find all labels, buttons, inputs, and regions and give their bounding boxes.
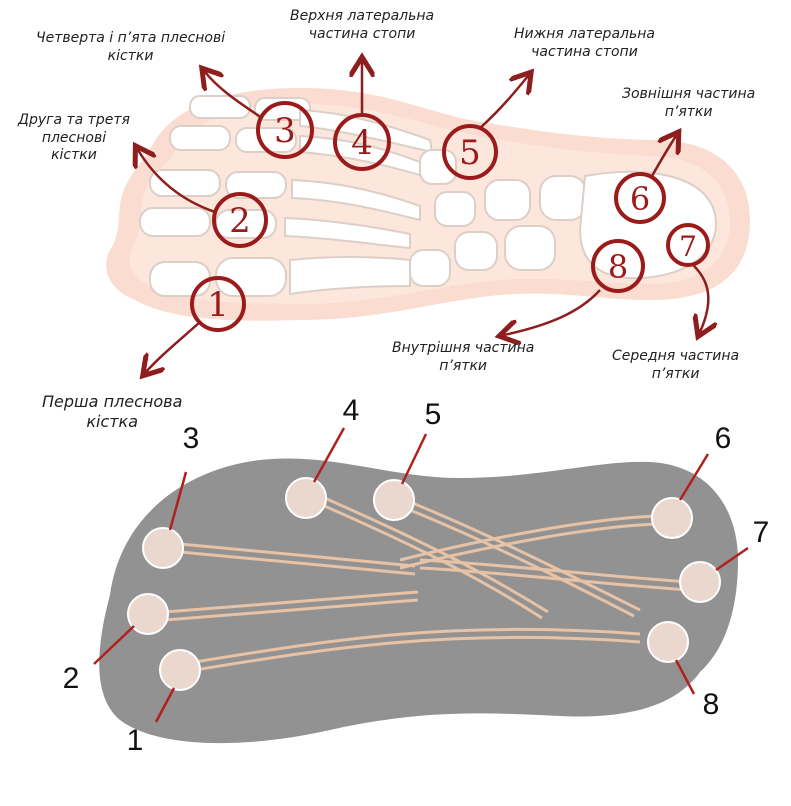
insole-number-5: 5: [418, 400, 448, 430]
pad-5: [374, 480, 414, 520]
pad-7: [680, 562, 720, 602]
svg-text:5: 5: [459, 133, 481, 173]
svg-text:7: 7: [679, 230, 697, 263]
pad-3: [143, 528, 183, 568]
svg-text:2: 2: [229, 201, 251, 241]
svg-text:6: 6: [630, 180, 650, 218]
insole-number-8: 8: [696, 690, 726, 720]
svg-text:4: 4: [351, 123, 373, 163]
insole-number-7: 7: [746, 518, 776, 548]
insole-number-4: 4: [336, 396, 366, 426]
insole-number-6: 6: [708, 424, 738, 454]
svg-text:3: 3: [274, 111, 296, 151]
insole-number-2: 2: [56, 664, 86, 694]
pad-6: [652, 498, 692, 538]
insole-number-1: 1: [120, 726, 150, 756]
svg-text:1: 1: [207, 285, 229, 325]
pad-1: [160, 650, 200, 690]
pad-8: [648, 622, 688, 662]
insole-illustration: [94, 428, 748, 743]
svg-text:8: 8: [608, 248, 628, 286]
insole-number-3: 3: [176, 424, 206, 454]
pad-2: [128, 594, 168, 634]
pad-4: [286, 478, 326, 518]
